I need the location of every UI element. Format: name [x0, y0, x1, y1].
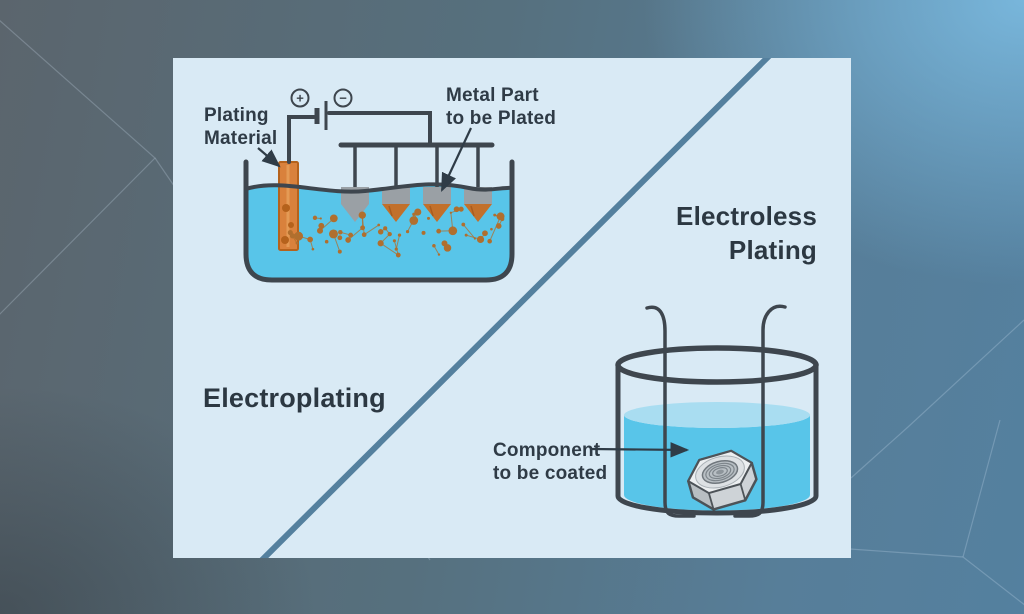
- plating-diagram: + −: [243, 58, 819, 558]
- component-label: Component to be coated: [493, 440, 608, 485]
- cathode-rack: [338, 142, 495, 187]
- metal-part-arrow: [441, 127, 472, 192]
- electroplating-title: Electroplating: [203, 383, 386, 413]
- beaker-outline: [615, 365, 819, 516]
- electroless-plating-title: Electroless Plating: [676, 201, 817, 265]
- plating-material-arrow: [257, 147, 281, 168]
- metal-part-coated: [382, 187, 410, 222]
- beaker-rim: [615, 345, 819, 385]
- anode-wire: [287, 115, 316, 164]
- liquid-surface-line: [244, 182, 514, 194]
- hex-nut: [686, 449, 758, 511]
- svg-text:−: −: [339, 91, 347, 106]
- plating-material-label: Plating Material: [204, 105, 278, 150]
- cathode-wire: [327, 111, 432, 147]
- copper-particles: [287, 206, 505, 258]
- holder-wire-right: [733, 304, 787, 518]
- minus-terminal-icon: −: [333, 88, 353, 108]
- plus-terminal-icon: +: [290, 88, 310, 108]
- metal-part-label: Metal Part to be Plated: [446, 85, 557, 130]
- electroplating-tank: + −: [243, 88, 515, 283]
- svg-text:+: +: [296, 91, 304, 106]
- metal-part-coated: [423, 187, 451, 222]
- holder-wire-left: [645, 305, 696, 518]
- battery-icon: [314, 101, 328, 130]
- tank-outline: [243, 159, 515, 283]
- infographic-card: + −: [173, 58, 851, 558]
- electroless-beaker: [591, 304, 819, 518]
- component-arrow: [591, 442, 690, 458]
- circuit: + −: [287, 88, 432, 164]
- divider-line: [259, 58, 772, 558]
- beaker-liquid-surface: [624, 402, 810, 428]
